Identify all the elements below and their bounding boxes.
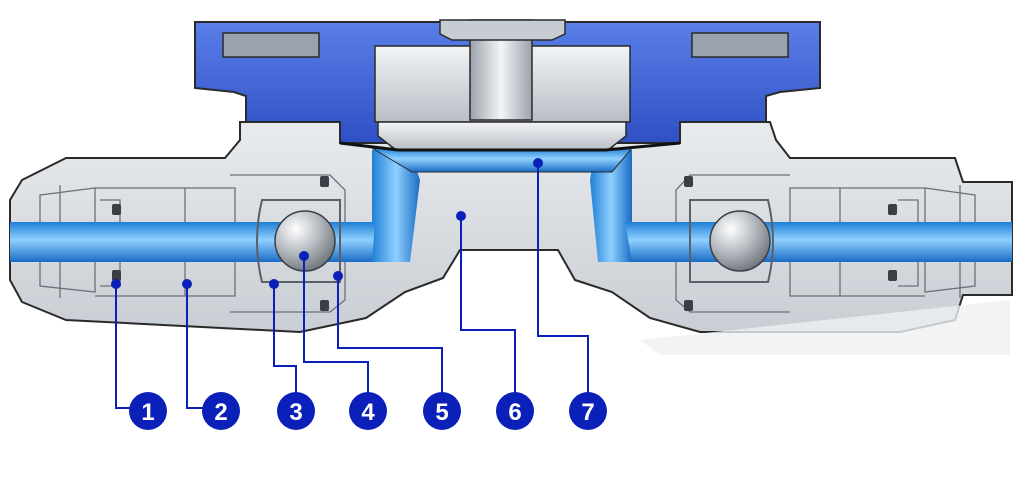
callout-2-badge (202, 392, 240, 430)
diaphragm-chamber (370, 147, 634, 173)
callout-2: 2 (202, 392, 240, 430)
callout-3-label: 3 (289, 399, 302, 426)
leader-dot-2 (182, 279, 192, 289)
riser-right (590, 150, 632, 262)
leader-dots (111, 158, 543, 289)
callout-5-badge (423, 392, 461, 430)
leader-lines (115, 163, 589, 409)
leader-line-5 (337, 276, 443, 408)
leader-dot-7 (533, 158, 543, 168)
cover-window-left (222, 32, 320, 58)
callout-3-badge (277, 392, 315, 430)
callout-1: 1 (129, 392, 167, 430)
leader-line-3 (273, 284, 297, 408)
ball-seat-left (256, 199, 341, 283)
callout-7-badge (569, 392, 607, 430)
callout-4: 4 (349, 392, 387, 430)
body-shadow (640, 300, 1010, 355)
callout-5-label: 5 (435, 399, 448, 426)
callout-3: 3 (277, 392, 315, 430)
ball-seat-right (689, 199, 774, 283)
callout-6-badge (496, 392, 534, 430)
callout-1-label: 1 (141, 399, 154, 426)
stem-nut (439, 19, 566, 41)
callout-badges: 1 2 3 4 5 6 7 (129, 392, 607, 430)
pressure-plate (377, 121, 627, 151)
leader-dot-6 (456, 211, 466, 221)
callout-7: 7 (569, 392, 607, 430)
callout-7-label: 7 (581, 399, 594, 426)
leader-line-4 (303, 256, 369, 408)
callout-5: 5 (423, 392, 461, 430)
leader-dot-3 (269, 279, 279, 289)
diaphragm (339, 141, 681, 152)
o-rings (112, 176, 897, 311)
check-ball-right (709, 210, 771, 272)
cover-window-right (691, 32, 789, 58)
callout-4-label: 4 (361, 399, 375, 426)
callout-6-label: 6 (508, 399, 521, 426)
outlet-passage-right (625, 222, 1012, 262)
callout-4-badge (349, 392, 387, 430)
leader-line-7 (537, 163, 589, 408)
leader-line-6 (460, 216, 516, 408)
leader-dot-1 (111, 279, 121, 289)
callout-6: 6 (496, 392, 534, 430)
riser-left (372, 150, 420, 262)
callout-1-badge (129, 392, 167, 430)
callout-2-label: 2 (214, 399, 227, 426)
leader-dot-5 (333, 271, 343, 281)
leader-dot-4 (299, 251, 309, 261)
